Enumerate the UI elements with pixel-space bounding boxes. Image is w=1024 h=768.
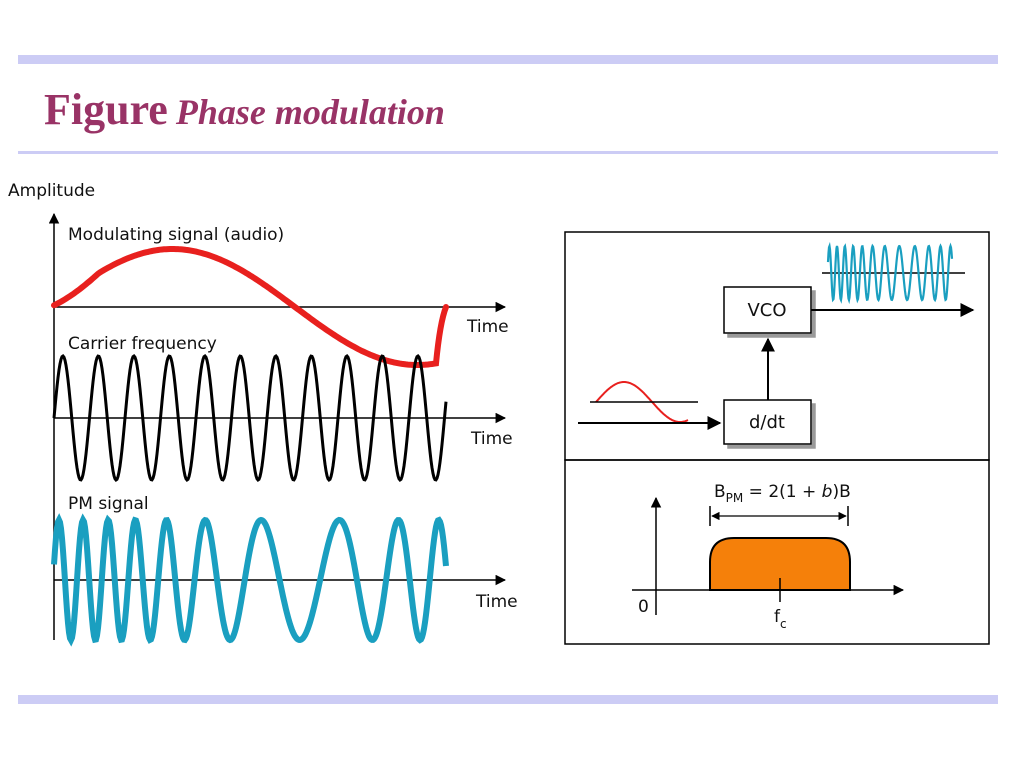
bandwidth-tail: )B bbox=[832, 482, 850, 502]
fc-sub: c bbox=[780, 617, 787, 631]
modulating-signal-wave bbox=[51, 246, 449, 368]
input-audio-wave bbox=[595, 381, 689, 423]
bandwidth-formula: BPM = 2(1 + b)B bbox=[714, 482, 851, 505]
vco-label: VCO bbox=[747, 300, 786, 321]
modulating-signal-label: Modulating signal (audio) bbox=[68, 225, 284, 245]
time-label-1: Time bbox=[466, 317, 509, 337]
pm-signal-label: PM signal bbox=[68, 494, 149, 514]
carrier-frequency-label: Carrier frequency bbox=[68, 334, 217, 354]
amplitude-axis-label: Amplitude bbox=[8, 181, 95, 201]
top-divider bbox=[18, 55, 998, 64]
bandwidth-b: b bbox=[822, 482, 833, 502]
pm-signal-wave bbox=[51, 513, 449, 647]
carrier-wave bbox=[52, 353, 448, 483]
bandwidth-eq: = 2(1 + bbox=[743, 482, 821, 502]
ddt-label: d/dt bbox=[749, 412, 785, 433]
fc-label: fc bbox=[774, 607, 787, 631]
time-label-2: Time bbox=[470, 429, 513, 449]
bottom-divider bbox=[18, 695, 998, 704]
time-label-3: Time bbox=[475, 592, 518, 612]
middle-divider bbox=[18, 151, 998, 154]
vco-block bbox=[723, 286, 812, 334]
pm-spectrum-band bbox=[709, 537, 851, 591]
ddt-block bbox=[723, 399, 812, 445]
spectrum-origin-label: 0 bbox=[638, 597, 649, 617]
spectrum-frame bbox=[564, 459, 990, 645]
bandwidth-main: B bbox=[714, 482, 726, 502]
output-pm-wave bbox=[826, 241, 954, 305]
bandwidth-sub: PM bbox=[726, 491, 744, 505]
title-word: Figure bbox=[44, 85, 168, 134]
title-italic: Phase modulation bbox=[175, 92, 445, 132]
fc-main: f bbox=[774, 607, 781, 627]
